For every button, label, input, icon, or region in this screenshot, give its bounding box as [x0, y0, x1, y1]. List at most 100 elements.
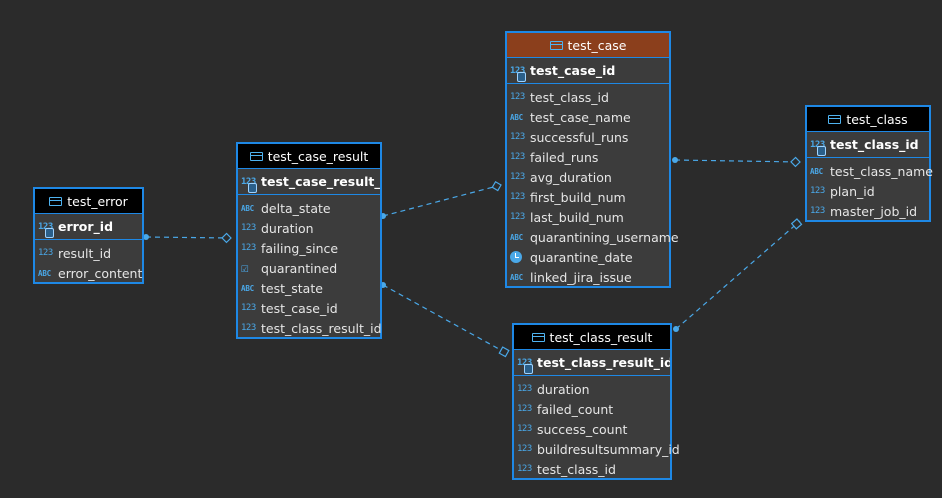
numeric-type-icon: 123	[810, 186, 825, 196]
relationship-optional-marker	[790, 218, 803, 230]
text-type-icon: ABC	[241, 203, 254, 213]
relationship-test-case-result-to-test-class-result	[382, 284, 509, 355]
primary-key-column[interactable]: 123 error_id	[35, 214, 142, 240]
primary-key-column[interactable]: 123 test_class_id	[807, 132, 929, 158]
column-name: linked_jira_issue	[530, 269, 632, 285]
numeric-type-icon: 123	[510, 172, 525, 182]
primary-key-column[interactable]: 123 test_class_result_id	[514, 350, 670, 376]
entity-title: test_case_result	[267, 148, 369, 164]
column-name: successful_runs	[530, 129, 629, 145]
entity-header[interactable]: test_case_result	[238, 144, 380, 169]
numeric-type-icon: 123	[510, 192, 525, 202]
entity-header[interactable]: test_class	[807, 107, 929, 132]
relationship-test-case-to-test-class	[674, 159, 801, 163]
entity-test-case-result[interactable]: test_case_result 123 test_case_result_..…	[236, 142, 382, 339]
column-name: quarantining_username	[530, 229, 679, 245]
table-icon	[531, 332, 545, 342]
table-icon	[49, 196, 63, 206]
column-quarantined[interactable]: ☑quarantined	[238, 258, 380, 278]
column-name: test_class_result_id	[261, 320, 382, 336]
primary-key-column[interactable]: 123 test_case_id	[507, 58, 669, 84]
relationship-test-case-result-to-test-case	[382, 184, 502, 217]
column-name: test_case_id	[261, 300, 338, 316]
relationship-diamond-marker	[790, 156, 801, 168]
column-name: test_class_id	[537, 461, 616, 477]
numeric-type-icon: 123	[241, 223, 256, 233]
column-name: test_state	[261, 280, 323, 296]
text-type-icon: ABC	[38, 268, 51, 278]
text-type-icon: ABC	[510, 232, 523, 242]
column-name: test_class_id	[530, 89, 609, 105]
column-name: test_case_name	[530, 109, 631, 125]
column-test-case-id[interactable]: 123 test_case_id	[238, 298, 380, 318]
column-duration[interactable]: 123 duration	[238, 218, 380, 238]
column-name: test_class_id	[830, 137, 919, 152]
primary-key-icon: 123	[517, 358, 534, 374]
column-quarantine-date[interactable]: quarantine_date	[507, 247, 669, 267]
column-name: error_id	[58, 219, 114, 234]
column-name: success_count	[537, 421, 628, 437]
column-name: failed_count	[537, 401, 614, 417]
column-test-class-name[interactable]: ABC test_class_name	[807, 161, 933, 181]
entity-test-case[interactable]: test_case 123 test_case_id 123 test_class…	[505, 31, 679, 288]
column-test-state[interactable]: ABC test_state	[238, 278, 380, 298]
relationship-optional-marker	[498, 346, 510, 358]
text-type-icon: ABC	[241, 283, 254, 293]
datetime-type-icon	[510, 250, 527, 265]
entity-test-class-result[interactable]: test_class_result 123 test_class_result_…	[512, 323, 680, 480]
numeric-type-icon: 123	[810, 206, 825, 216]
text-type-icon: ABC	[810, 166, 823, 176]
column-name: avg_duration	[530, 169, 612, 185]
column-test-case-name[interactable]: ABC test_case_name	[507, 107, 669, 127]
entity-header[interactable]: test_class_result	[514, 325, 670, 350]
entity-title: test_error	[67, 193, 128, 209]
column-avg-duration[interactable]: 123 avg_duration	[507, 167, 669, 187]
column-name: quarantine_date	[530, 249, 633, 265]
column-name: buildresultsummary_id	[537, 441, 680, 457]
text-type-icon: ABC	[510, 112, 523, 122]
column-name: duration	[261, 220, 314, 236]
column-name: test_case_id	[530, 63, 616, 78]
column-name: failing_since	[261, 240, 339, 256]
primary-key-icon: 123	[241, 177, 258, 193]
numeric-type-icon: 123	[517, 444, 532, 454]
numeric-type-icon: 123	[517, 404, 532, 414]
column-name: result_id	[58, 245, 112, 261]
column-first-build-num[interactable]: 123 first_build_num	[507, 187, 669, 207]
numeric-type-icon: 123	[510, 212, 525, 222]
entity-title: test_class	[846, 111, 908, 127]
column-quarantining-username[interactable]: ABC quarantining_username	[507, 227, 679, 247]
primary-key-column[interactable]: 123 test_case_result_...	[238, 169, 380, 195]
numeric-type-icon: 123	[510, 92, 525, 102]
column-buildresultsummary-id[interactable]: 123 buildresultsummary_id	[514, 439, 680, 459]
entity-test-class[interactable]: test_class 123 test_class_id ABC test_cla…	[805, 105, 933, 222]
numeric-type-icon: 123	[241, 303, 256, 313]
column-test-class-id[interactable]: 123 test_class_id	[507, 87, 669, 107]
entity-header[interactable]: test_error	[35, 189, 142, 214]
column-name: quarantined	[261, 260, 338, 276]
column-name: first_build_num	[530, 189, 626, 205]
column-name: test_class_name	[830, 163, 933, 179]
column-name: test_class_result_id	[537, 355, 670, 370]
entity-header[interactable]: test_case	[507, 33, 669, 58]
column-failed-count[interactable]: 123 failed_count	[514, 399, 670, 419]
